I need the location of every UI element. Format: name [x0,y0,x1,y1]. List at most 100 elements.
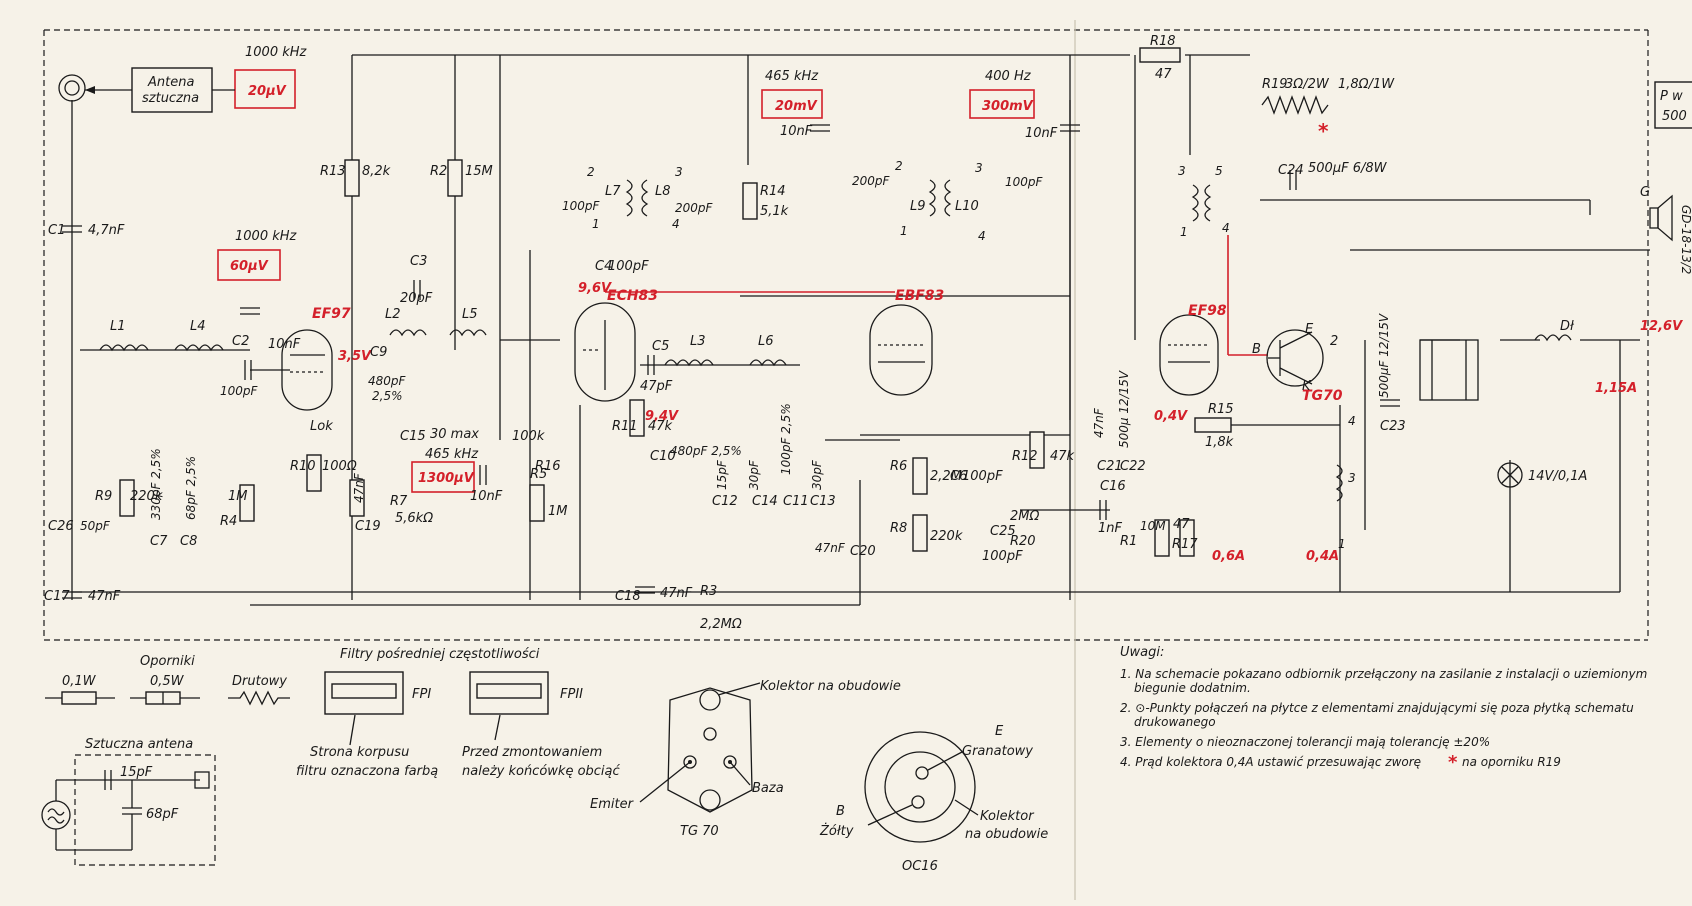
lbl-R15v: 1,8k [1205,435,1234,450]
transistor-tg70 [1266,329,1324,387]
lbl-n3t: 3 [1178,164,1186,178]
lbl-C11v: 100pF 2,5% [779,403,793,475]
lbl-L5: L5 [462,307,478,322]
lbl-C10: C10 [650,449,676,464]
lbl-R5v: 1M [548,504,568,519]
legend-oc-e1: E [995,724,1004,739]
lbl-R9v: 220k [130,489,163,504]
lbl-C7v: 330pF 2,5% [149,448,163,520]
lbl-R19: R19 [1262,77,1288,92]
lbl-C13: C13 [810,494,836,509]
lbl-n1t: 1 [1180,225,1188,239]
lbl-C20v: 47nF [815,541,846,555]
speaker-icon [1649,194,1673,242]
lbl-R19v2: 1,8Ω/1W [1338,77,1395,92]
v3-box [761,89,823,119]
lbl-L2: L2 [385,307,401,322]
lbl-n2b: 2 [895,159,903,173]
notes-title: Uwagi: [1120,645,1164,660]
legend-oc-title: OC16 [902,859,938,874]
v2-box [217,249,281,281]
legend-ant-title: Sztuczna antena [85,737,193,752]
legend-r05: 0,5W [150,674,185,689]
lbl-C6v: 100pF [962,469,1003,484]
lbl-n4a: 4 [672,217,680,231]
lbl-L1: L1 [110,319,126,334]
lbl-C22v: 500µ 12/15V [1117,370,1131,448]
v1-value: 20µV [248,84,287,99]
lbl-n5t: 5 [1215,164,1223,178]
freq2-label: 1000 kHz [235,229,298,244]
lbl-R11: R11 [612,419,638,434]
note-4b: na oporniku R19 [1462,755,1561,769]
lbl-C7: C7 [150,534,168,549]
legend-side2a: Przed zmontowaniem [462,745,602,760]
lbl-C1v: 4,7nF [88,223,125,238]
lbl-R2: R2 [430,164,447,179]
coils [99,179,1572,502]
lbl-R13v: 8,2k [362,164,391,179]
legend-side1b: filtru oznaczona farbą [296,764,438,779]
capacitor-plates [62,124,1400,599]
lbl-C19v: 47nF [352,472,366,503]
lbl-R12: R12 [1012,449,1038,464]
legend-fp1: FPI [412,687,431,702]
lbl-10nF-c: 10nF [1025,126,1058,141]
lbl-C15v: 30 max [430,427,479,442]
lbl-R7v: 5,6kΩ [395,511,433,526]
legend-side2b: należy końcówkę obciąć [462,764,621,779]
lbl-C20: C20 [850,544,876,559]
tube-ef98-label: EF98 [1188,303,1227,319]
meas-3: 9,4V [645,409,679,424]
tr-b: B [1252,342,1261,357]
note-2a: 2. ⊙-Punkty połączeń na płytce z element… [1120,701,1634,715]
lbl-R6: R6 [890,459,907,474]
lbl-Lok: Lok [310,419,333,434]
legend-tg-emit: Emiter [590,797,635,812]
lbl-n1a: 1 [592,217,600,231]
lbl-200pF-b: 200pF [852,174,891,188]
v5-box [411,461,475,493]
lbl-C2v: 100pF [220,384,259,398]
lbl-R17: R17 [1172,537,1198,552]
legend-tg-title: TG 70 [680,824,719,839]
lbl-C9v: 480pF [368,374,407,388]
lbl-R1: R1 [1120,534,1137,549]
legend-fp2: FPII [560,687,583,702]
lbl-n4c: 4 [1348,414,1356,428]
lbl-n3b: 3 [975,161,983,175]
v5-value: 1300µV [418,471,475,486]
lbl-C4: C4 [595,259,612,274]
lbl-R12v: 47k [1050,449,1075,464]
legend-oc-k1: Kolektor [980,809,1035,824]
lbl-n1b: 1 [900,224,908,238]
lbl-C9: C9 [370,345,387,360]
lbl-R3v: 2,2MΩ [700,617,742,632]
chassis-outline [43,29,1649,641]
lbl-R5: R5 [530,467,547,482]
lbl-L4: L4 [190,319,206,334]
meas-4: 0,4V [1154,409,1188,424]
r19-wire-resistor [1261,95,1329,115]
lbl-R13: R13 [320,164,346,179]
tube-ef97-label: EF97 [312,306,351,322]
lbl-L9: L9 [910,199,926,214]
tr-e: E [1305,322,1314,337]
lbl-C5v: 47pF [640,379,673,394]
note-4-star: * [1448,752,1458,773]
lbl-C15: C15 [400,429,426,444]
tube-ef97 [281,329,333,411]
lbl-R15: R15 [1208,402,1234,417]
lbl-n4t: 4 [1222,221,1230,235]
lbl-R17v: 47 [1173,517,1190,532]
lbl-n2a: 2 [587,165,595,179]
freq3-label: 465 kHz [765,69,819,84]
lbl-C8v: 68pF 2,5% [184,456,198,520]
pilot-lamp-icon [1497,462,1523,488]
lbl-100pF-b: 100pF [1005,175,1044,189]
lbl-R7: R7 [390,494,408,509]
lbl-C13v: 30pF [810,459,824,490]
lbl-C4v: 100pF [608,259,649,274]
lbl-L8: L8 [655,184,671,199]
lbl-C6: C6 [950,469,967,484]
